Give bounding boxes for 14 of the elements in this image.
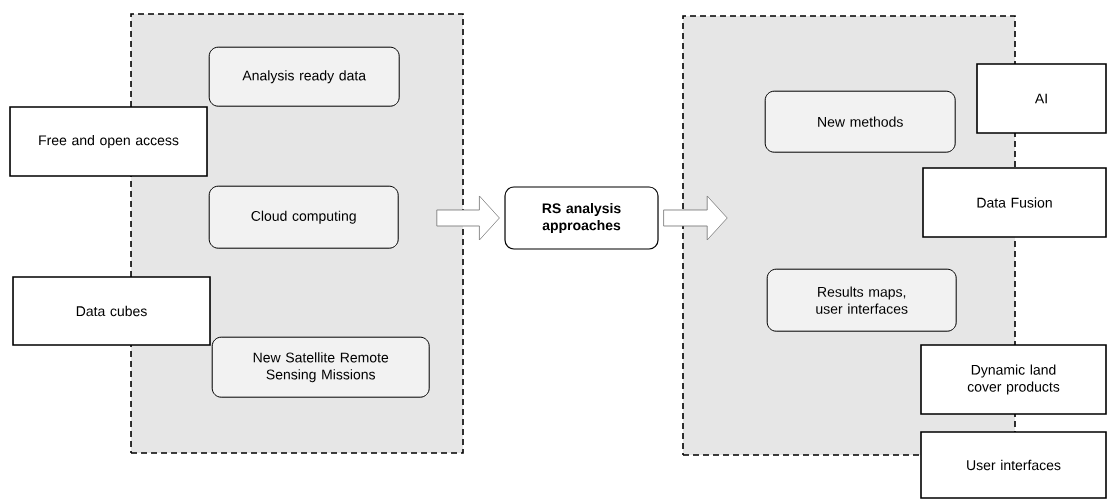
block-arrow xyxy=(436,195,500,241)
rounded-box: New methods xyxy=(764,90,956,153)
rounded-box: Results maps, user interfaces xyxy=(766,268,957,332)
rounded-box: RS analysis approaches xyxy=(504,186,659,250)
rounded-box: Analysis ready data xyxy=(208,46,400,107)
text-box: User interfaces xyxy=(920,431,1107,499)
rounded-box: Cloud computing xyxy=(208,185,399,249)
block-arrow xyxy=(663,195,728,241)
text-box: Data Fusion xyxy=(922,167,1107,238)
text-box: Data cubes xyxy=(12,276,211,346)
rounded-box: New Satellite Remote Sensing Missions xyxy=(211,336,430,398)
text-box: AI xyxy=(976,63,1107,134)
text-box: Free and open access xyxy=(9,106,208,177)
text-box: Dynamic land cover products xyxy=(920,344,1107,415)
